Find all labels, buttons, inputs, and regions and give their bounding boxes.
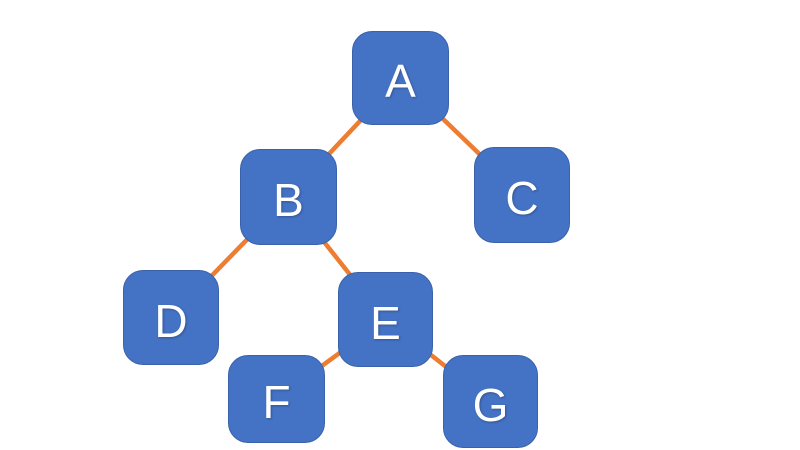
node-D[interactable]: D [123, 270, 219, 365]
node-label: G [472, 378, 509, 431]
node-label: E [370, 296, 401, 349]
node-C[interactable]: C [474, 147, 570, 243]
node-label: A [385, 55, 416, 107]
node-E[interactable]: E [338, 272, 433, 367]
node-A[interactable]: A [352, 31, 449, 125]
node-label: B [273, 174, 304, 226]
node-F[interactable]: F [228, 355, 325, 443]
node-label: F [262, 376, 291, 428]
node-label: C [505, 172, 539, 224]
node-G[interactable]: G [443, 355, 538, 448]
node-label: D [154, 294, 188, 347]
node-B[interactable]: B [240, 149, 337, 245]
